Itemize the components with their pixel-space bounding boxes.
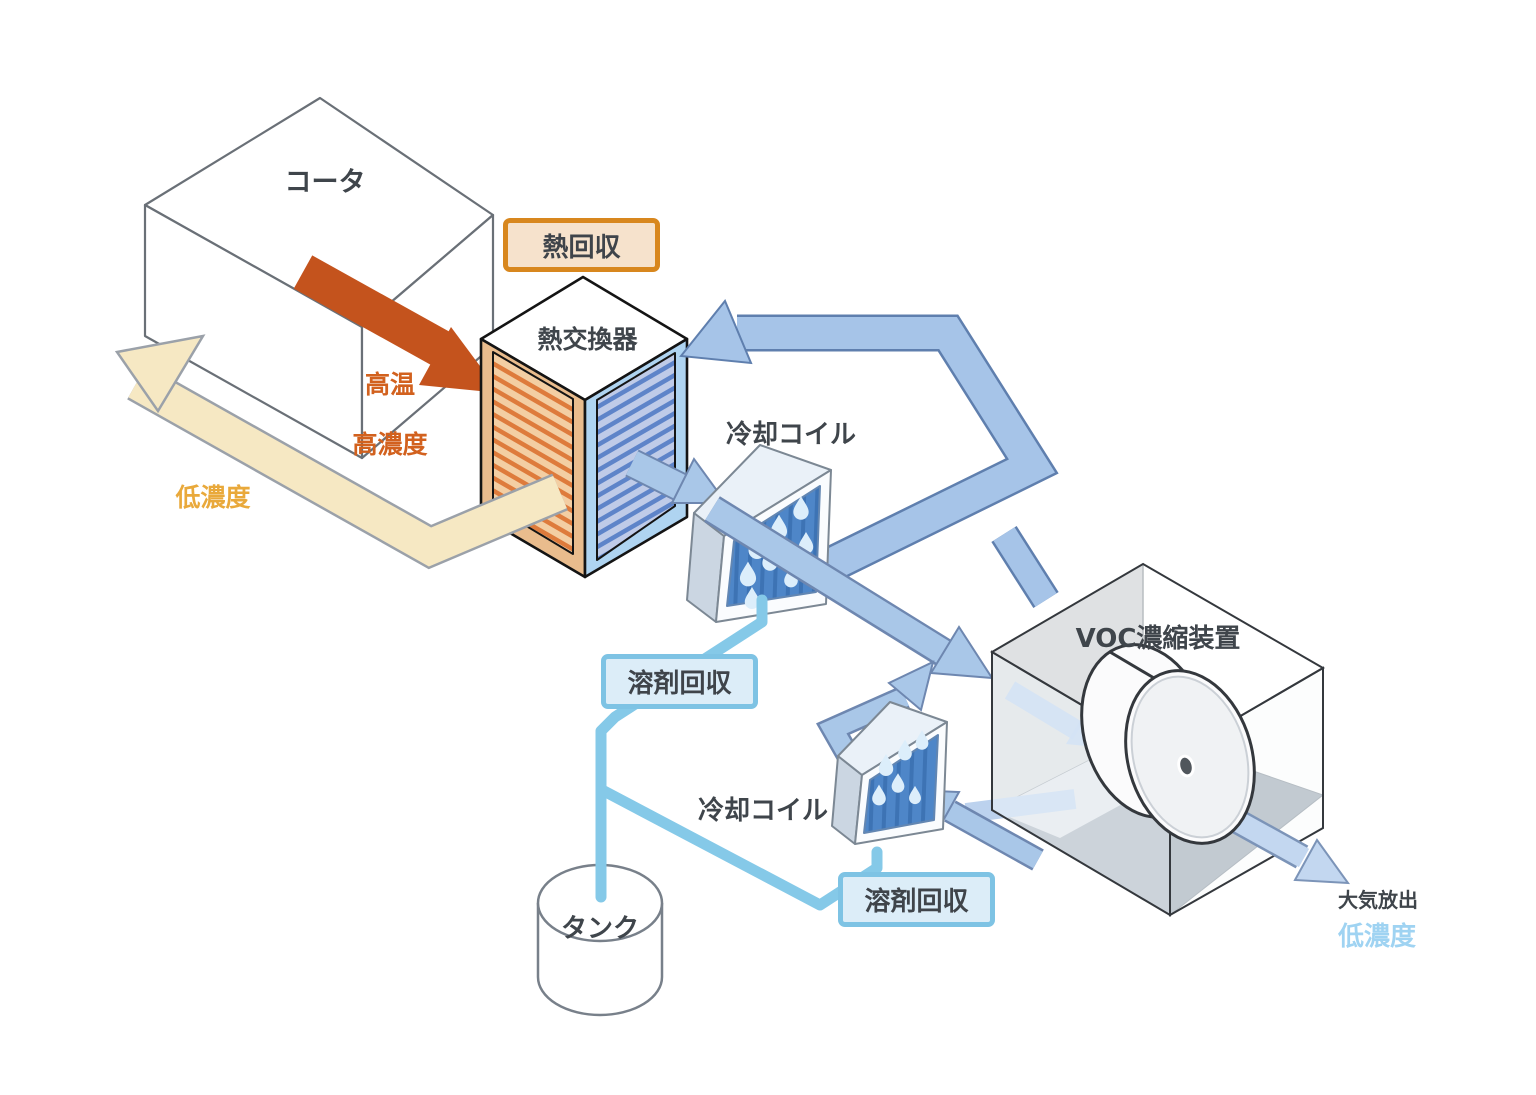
heat-exchanger-label: 熱交換器 <box>537 325 638 354</box>
solvent-recovery-badge-1: 溶剤回収 <box>601 654 758 709</box>
solvent-recovery-badge-2: 溶剤回収 <box>838 872 995 927</box>
voc-concentrator-label: VOC濃縮装置 <box>1075 624 1241 654</box>
exchanger-to-coil-arrow <box>625 449 728 504</box>
low-concentration-return-label: 低濃度 <box>175 483 251 512</box>
hot-stream-label: 高温 高濃度 <box>352 370 428 459</box>
cooling-coil-2 <box>831 701 948 845</box>
atmospheric-release-label: 大気放出 <box>1338 888 1418 912</box>
low-concentration-exit-label: 低濃度 <box>1338 922 1417 952</box>
clean-return-arrow <box>114 334 568 570</box>
solvent-recovery-2-label: 溶剤回収 <box>864 887 969 917</box>
solvent-pipe-1 <box>595 594 768 903</box>
tank-label: タンク <box>560 914 639 944</box>
tank-cylinder <box>536 863 664 1017</box>
heat-recovery-label: 熱回収 <box>542 232 621 263</box>
solvent-recovery-1-label: 溶剤回収 <box>627 669 732 699</box>
voc-concentrator-box <box>964 562 1351 917</box>
coater-label: コータ <box>284 167 366 198</box>
voc-rotor <box>1080 643 1256 845</box>
heat-recovery-badge: 熱回収 <box>503 218 660 272</box>
cooling-coil-2-label: 冷却コイル <box>698 796 829 826</box>
rotor-hub <box>1177 754 1195 778</box>
desorption-loop-arrow <box>679 299 1059 609</box>
coil-to-voc-arrow <box>704 496 994 680</box>
cooling-coil-1-label: 冷却コイル <box>726 420 857 450</box>
